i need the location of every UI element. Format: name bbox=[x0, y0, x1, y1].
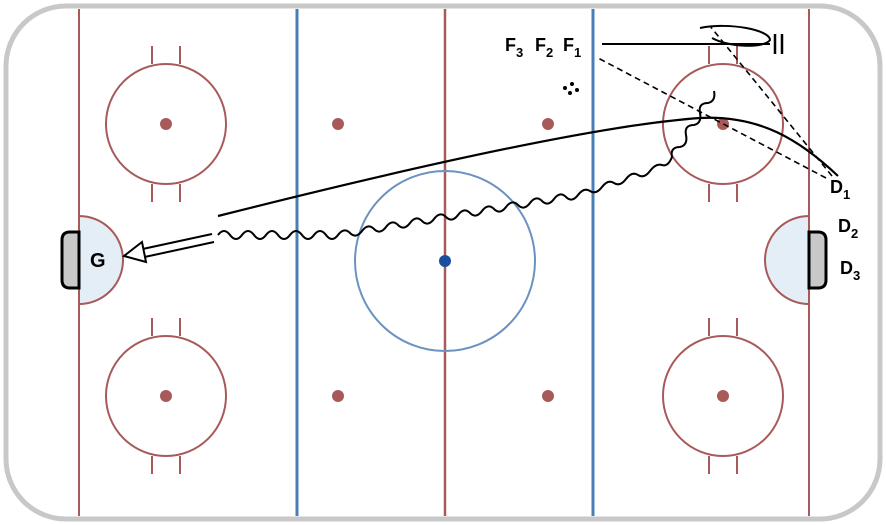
faceoff-circle-top-right bbox=[662, 46, 784, 202]
f1-label: F1 bbox=[563, 35, 581, 60]
pass-arrow bbox=[121, 233, 215, 264]
center-circle bbox=[354, 170, 536, 352]
faceoff-dot-bottom-right bbox=[717, 390, 729, 402]
dashed-line-1 bbox=[597, 57, 827, 179]
f2-label: F2 bbox=[535, 35, 553, 60]
skate-path-curve bbox=[217, 116, 839, 218]
crease-right bbox=[764, 214, 810, 306]
faceoff-dot-bottom-left bbox=[160, 390, 172, 402]
faceoff-dot-top-right bbox=[717, 118, 729, 130]
faceoff-dot-top-left bbox=[160, 118, 172, 130]
net-left bbox=[60, 230, 81, 290]
forward-loop bbox=[699, 24, 772, 47]
puck-carry-wavy-line bbox=[217, 90, 716, 240]
center-faceoff-dot bbox=[439, 255, 451, 267]
net-right bbox=[807, 230, 828, 290]
d1-label: D1 bbox=[830, 177, 850, 202]
dashed-line-2 bbox=[709, 25, 833, 177]
faceoff-circle-top-left bbox=[105, 46, 227, 202]
f3-label: F3 bbox=[505, 35, 523, 60]
puck-group bbox=[563, 82, 579, 95]
neutral-dot-top-left bbox=[332, 118, 344, 130]
neutral-dot-top-right bbox=[542, 118, 554, 130]
neutral-dot-bottom-right bbox=[542, 390, 554, 402]
neutral-dot-bottom-left bbox=[332, 390, 344, 402]
crease-left bbox=[78, 214, 124, 306]
faceoff-circle-bottom-right bbox=[662, 318, 784, 474]
d2-label: D2 bbox=[838, 216, 858, 241]
stop-mark bbox=[773, 34, 784, 54]
faceoff-circle-bottom-left bbox=[105, 318, 227, 474]
goalie-label: G bbox=[90, 250, 106, 272]
d3-label: D3 bbox=[840, 258, 860, 283]
